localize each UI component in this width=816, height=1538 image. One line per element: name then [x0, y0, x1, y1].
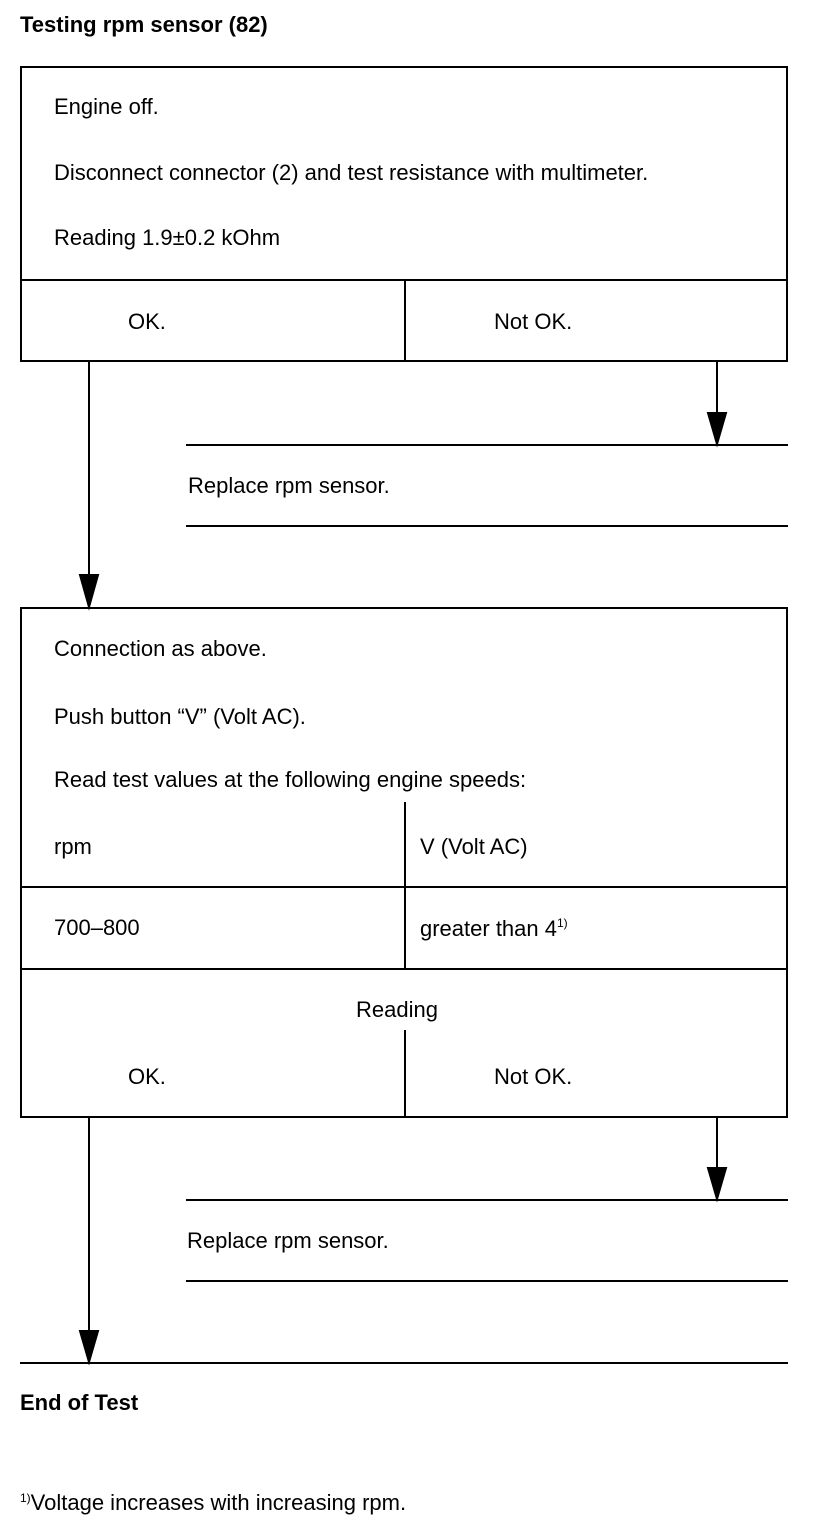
- footnote-mark: 1): [20, 1491, 31, 1505]
- footnote-ref-mark: 1): [556, 916, 568, 930]
- action2-text: Replace rpm sensor.: [187, 1228, 389, 1253]
- step1-branch-divider: [404, 280, 406, 362]
- step1-not-ok-label: Not OK.: [494, 309, 573, 334]
- action1-top-rule: [186, 444, 788, 446]
- step2-line-1: Connection as above.: [54, 636, 267, 661]
- end-of-test-label: End of Test: [20, 1390, 139, 1415]
- table-header-rpm: rpm: [54, 834, 92, 859]
- table-cell-volt: greater than 41): [420, 916, 568, 941]
- step2-line-3: Read test values at the following engine…: [54, 767, 527, 792]
- arrow-ok2-head: [78, 1330, 100, 1366]
- arrow-notok1-head: [706, 412, 728, 448]
- table-cell-volt-text: greater than 4: [420, 916, 557, 941]
- step2-branch-divider: [404, 1030, 406, 1118]
- action1-text: Replace rpm sensor.: [188, 473, 390, 498]
- end-rule: [20, 1362, 788, 1364]
- step1-line-2: Disconnect connector (2) and test resist…: [54, 160, 649, 185]
- action2-top-rule: [186, 1199, 788, 1201]
- step2-reading-label: Reading: [356, 997, 438, 1022]
- table-header-volt: V (Volt AC): [420, 834, 528, 859]
- step1-line-1: Engine off.: [54, 94, 159, 119]
- step2-ok-label: OK.: [128, 1064, 166, 1089]
- table-header-divider: [20, 886, 788, 888]
- action1-bottom-rule: [186, 525, 788, 527]
- footnote: 1)Voltage increases with increasing rpm.: [20, 1492, 406, 1514]
- step1-line-3: Reading 1.9±0.2 kOhm: [54, 225, 281, 250]
- page-title: Testing rpm sensor (82): [20, 12, 268, 37]
- table-cell-rpm: 700–800: [54, 915, 140, 940]
- step1-ok-label: OK.: [128, 309, 166, 334]
- step2-not-ok-label: Not OK.: [494, 1064, 573, 1089]
- step2-line-2: Push button “V” (Volt AC).: [54, 704, 306, 729]
- table-row-divider: [20, 968, 788, 970]
- action2-bottom-rule: [186, 1280, 788, 1282]
- arrow-notok2-head: [706, 1167, 728, 1203]
- footnote-text: Voltage increases with increasing rpm.: [30, 1490, 407, 1515]
- arrow-ok1-head: [78, 574, 100, 611]
